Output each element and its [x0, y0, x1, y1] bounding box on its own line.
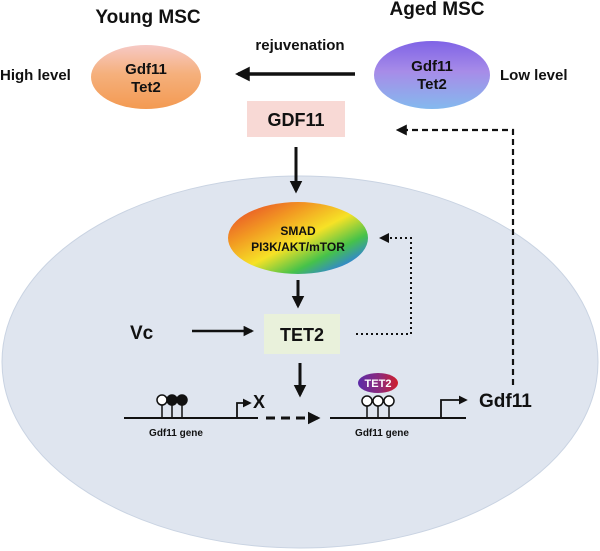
tet2-badge [358, 373, 398, 393]
methylated-site [176, 394, 188, 406]
block-mark: X [253, 392, 265, 412]
gdf11-box-label: GDF11 [267, 110, 324, 130]
unmethylated-site [383, 395, 395, 407]
unmethylated-site [361, 395, 373, 407]
tet2-feedback-dotted-arrow [356, 233, 412, 335]
unmethylated-site [372, 395, 384, 407]
methylated-site [166, 394, 178, 406]
demethylation-marks-right [361, 395, 395, 418]
gdf11-output-label: Gdf11 [479, 391, 532, 412]
aged-msc-title: Aged MSC [390, 0, 485, 20]
young-msc-title: Young MSC [95, 7, 200, 28]
aged-msc-gdf11: Gdf11 [411, 58, 453, 75]
gene-left-label: Gdf11 gene [149, 428, 203, 439]
promoter-arrow-right [440, 395, 468, 418]
gene-right-label: Gdf11 gene [355, 428, 409, 439]
tet2-box-label: TET2 [280, 325, 324, 345]
gdf11-box [247, 101, 345, 137]
methylation-marks-left [156, 394, 188, 418]
aged-msc-ellipse [374, 41, 490, 109]
pathway-smad: SMAD [280, 224, 316, 238]
tet2-box [264, 314, 340, 354]
promoter-arrow-left [236, 398, 252, 418]
young-msc-gdf11: Gdf11 [125, 61, 167, 78]
young-msc-ellipse [91, 45, 201, 109]
cell-ellipse [1, 175, 599, 549]
pathway-ellipse [228, 202, 368, 274]
rejuvenation-label: rejuvenation [255, 37, 344, 54]
vc-label: Vc [130, 323, 154, 344]
high-level-label: High level [0, 67, 71, 84]
low-level-label: Low level [500, 67, 568, 84]
unmethylated-site [156, 394, 168, 406]
aged-msc-tet2: Tet2 [417, 76, 447, 93]
pathway-pi3k: PI3K/AKT/mTOR [251, 240, 345, 254]
young-msc-tet2: Tet2 [131, 79, 161, 96]
tet2-badge-label: TET2 [365, 378, 392, 390]
gdf11-return-dashed-arrow [395, 124, 515, 385]
